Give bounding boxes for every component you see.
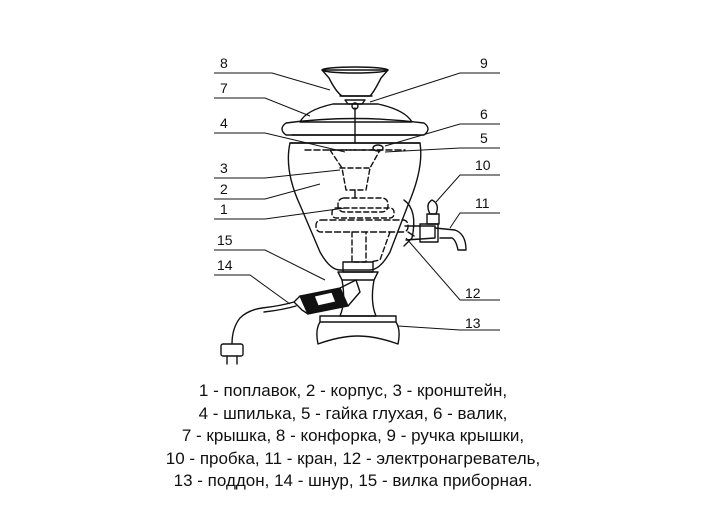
side-handle (403, 199, 415, 247)
faucet (404, 199, 467, 251)
callout-9: 9 (480, 55, 488, 71)
samovar-drawing: 8 7 4 3 2 1 15 14 9 6 5 10 11 12 13 (214, 55, 500, 365)
callout-1: 1 (220, 201, 228, 217)
legend-line-4: 10 - пробка, 11 - кран, 12 - электронагр… (165, 448, 541, 468)
leader-lines (214, 72, 500, 331)
legend-line-3: 7 - крышка, 8 - конфорка, 9 - ручка крыш… (181, 426, 525, 445)
parts-legend: 1 - поплавок, 2 - корпус, 3 - кронштейн,… (0, 380, 706, 493)
callout-8: 8 (220, 55, 228, 71)
callout-15: 15 (217, 232, 233, 248)
float (331, 189, 395, 219)
callout-6: 6 (480, 106, 488, 122)
burner-crown (321, 66, 389, 97)
power-cord (220, 301, 297, 365)
tray (316, 315, 400, 345)
callout-12: 12 (465, 285, 481, 301)
legend-line-1: 1 - поплавок, 2 - корпус, 3 - кронштейн, (198, 381, 508, 400)
callout-2: 2 (220, 181, 228, 197)
callout-4: 4 (220, 115, 228, 131)
callout-3: 3 (220, 160, 228, 176)
legend-line-5: 13 - поддон, 14 - шнур, 15 - вилка прибо… (173, 471, 533, 490)
callout-7: 7 (220, 80, 228, 96)
callout-14: 14 (217, 257, 233, 273)
appliance-plug (293, 279, 361, 315)
callout-11: 11 (475, 195, 490, 211)
callout-5: 5 (480, 130, 488, 146)
callout-labels: 8 7 4 3 2 1 15 14 9 6 5 10 11 12 13 (217, 55, 491, 331)
body-shell (287, 142, 422, 271)
callout-10: 10 (475, 157, 491, 173)
legend-line-2: 4 - шпилька, 5 - гайка глухая, 6 - валик… (198, 403, 508, 423)
bracket (329, 149, 381, 191)
callout-13: 13 (465, 315, 481, 331)
